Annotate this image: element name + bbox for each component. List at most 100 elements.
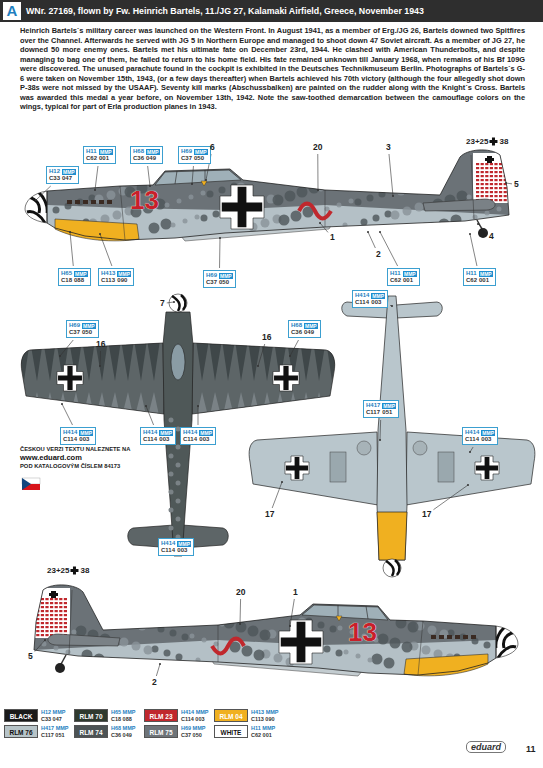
kill-bar	[45, 610, 48, 612]
mottle	[402, 642, 413, 653]
canopy	[155, 170, 241, 185]
kill-bar	[499, 195, 502, 197]
mottle	[236, 622, 247, 633]
color-name: WHITE	[221, 729, 242, 736]
mottle	[169, 526, 174, 531]
paint-code: H11	[466, 270, 477, 277]
mottle	[486, 618, 491, 623]
gruppe-wave	[299, 204, 331, 219]
saw-tooth	[147, 340, 160, 381]
kill-bar	[45, 626, 48, 628]
kill-bar	[476, 163, 479, 165]
mottle	[169, 418, 174, 423]
mottle	[391, 211, 400, 220]
paint-callout: H414MMPC114003	[180, 427, 216, 445]
kill-bar	[494, 195, 497, 197]
legend-code: C33 047	[41, 716, 62, 723]
exhaust-stub	[91, 200, 96, 204]
mottle	[318, 622, 325, 629]
mottle	[152, 646, 159, 653]
kill-bar	[36, 598, 39, 600]
kill-bar	[36, 622, 39, 624]
mottle	[336, 650, 343, 657]
kill-bar	[41, 610, 44, 612]
leader-line	[198, 406, 199, 425]
kill-bar	[490, 167, 493, 169]
kill-bar	[481, 167, 484, 169]
paint-code: 003	[371, 299, 385, 306]
legend-code: C117 051	[41, 732, 65, 739]
page-title: WNr. 27169, flown by Fw. Heinrich Bartel…	[26, 5, 538, 17]
callout-number: 3	[386, 143, 391, 152]
aircraft-code: 13	[348, 618, 377, 646]
kill-bar	[476, 171, 479, 173]
kill-bar	[41, 630, 44, 632]
horizontal-stabilizer	[423, 199, 495, 211]
kill-bar	[64, 602, 67, 604]
color-name: RLM 76	[9, 729, 32, 736]
mottle	[201, 215, 208, 222]
mottle	[177, 199, 182, 204]
mottle	[297, 187, 308, 198]
wing-underside	[249, 432, 378, 505]
saw-tooth	[108, 340, 121, 381]
color-name: RLM 04	[219, 713, 242, 720]
mottle	[368, 658, 373, 663]
stabilizer	[396, 302, 442, 318]
paint-code: 050	[82, 329, 96, 336]
kill-bar	[50, 598, 53, 600]
saw-tooth	[196, 340, 209, 381]
paint-code: C18	[61, 277, 72, 284]
kill-bar	[490, 187, 493, 189]
callout-number: 17	[422, 510, 431, 519]
kill-bar	[64, 598, 67, 600]
leader-line	[36, 186, 51, 200]
spinner	[496, 626, 518, 658]
saw-tooth-light	[313, 392, 326, 420]
paint-code: 051	[382, 409, 396, 416]
paint-code: MMP	[403, 271, 417, 278]
leader-dot	[44, 639, 46, 641]
fuselage-base	[34, 585, 496, 675]
paint-code: 001	[99, 155, 113, 162]
kill-bar	[485, 183, 488, 185]
spinner-spiral	[496, 626, 516, 658]
mottle	[169, 454, 174, 459]
top-view	[17, 294, 339, 556]
mottle	[415, 203, 424, 212]
kill-bar	[494, 171, 497, 173]
leader-dot	[469, 233, 471, 235]
leader-line	[100, 234, 112, 266]
knights-cross-symbol	[70, 567, 78, 575]
leader-dot	[281, 481, 283, 483]
mottle	[138, 622, 147, 631]
paint-code: H11	[390, 270, 401, 277]
kill-bar	[481, 171, 484, 173]
callout-number: 1	[330, 233, 335, 242]
saw-tooth	[300, 340, 313, 381]
paint-code: MMP	[79, 430, 93, 437]
kill-bar	[481, 191, 484, 193]
mottle	[451, 215, 462, 226]
leader-dot	[159, 663, 161, 665]
mottle	[428, 626, 437, 635]
kill-bar	[481, 187, 484, 189]
color-swatch: BLACK	[4, 709, 38, 722]
kill-bar	[485, 163, 488, 165]
kill-bar	[499, 175, 502, 177]
wheel-well	[413, 441, 427, 455]
paint-code: H69	[206, 272, 217, 279]
exhaust-stub	[463, 635, 468, 639]
mottle	[403, 207, 412, 216]
paint-code: 001	[403, 277, 417, 284]
mottle	[72, 630, 77, 635]
mottle	[324, 646, 331, 653]
paint-code: 088	[74, 277, 88, 284]
kill-bar	[494, 179, 497, 181]
paint-code: C33	[49, 175, 60, 182]
mottle	[396, 618, 407, 629]
paint-code: 049	[146, 155, 160, 162]
mottle	[42, 642, 47, 647]
canopy-frame	[338, 605, 368, 619]
kill-bar	[59, 622, 62, 624]
